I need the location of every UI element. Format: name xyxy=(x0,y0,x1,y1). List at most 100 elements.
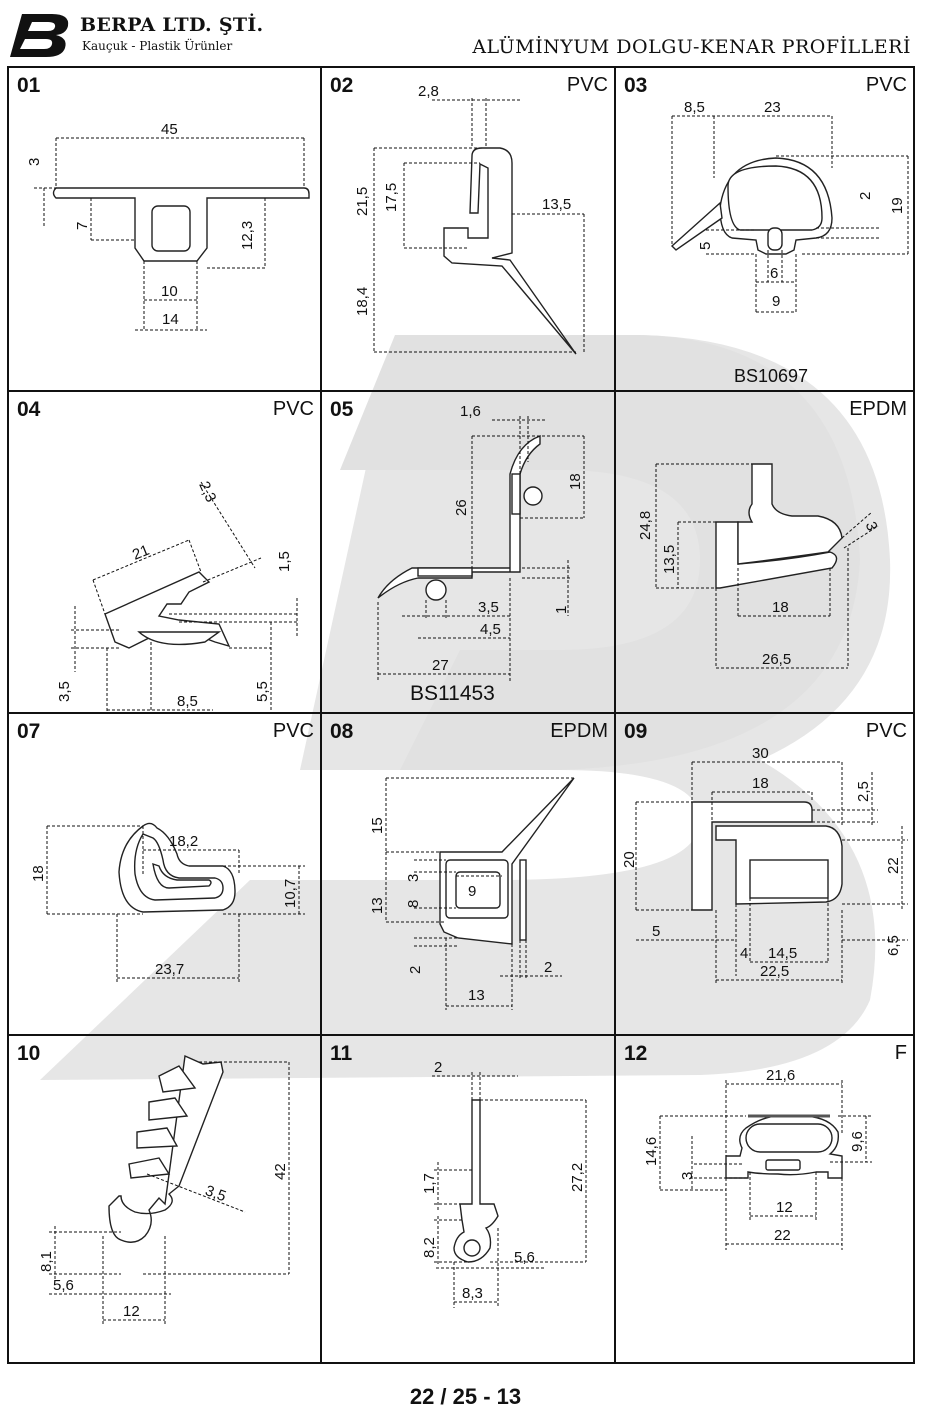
dim-label: 5,6 xyxy=(514,1249,535,1266)
dim-label: 9 xyxy=(468,883,476,900)
profile-cell-04: 04 PVC 21 2,3 1,5 3,5 8,5 5,5 xyxy=(9,392,322,714)
dim-label: 27,2 xyxy=(569,1163,586,1192)
dim-label: 13,5 xyxy=(542,196,571,213)
dim-label: 2 xyxy=(434,1059,442,1076)
dim-label: 18 xyxy=(772,599,789,616)
page-title: ALÜMİNYUM DOLGU-KENAR PROFİLLERİ xyxy=(472,36,911,58)
profile-drawing-02: 2,8 21,5 17,5 13,5 18,4 xyxy=(354,83,585,355)
dim-label: 22 xyxy=(885,857,902,874)
berpa-logo xyxy=(10,14,69,57)
standard-code: BS11453 xyxy=(410,682,495,705)
dim-label: 3 xyxy=(679,1172,696,1180)
dim-label: 3 xyxy=(26,158,43,166)
dim-label: 14 xyxy=(162,311,179,328)
profile-drawing-12: 21,6 14,6 9,6 3 12 22 xyxy=(643,1067,872,1250)
dim-label: 27 xyxy=(432,657,449,674)
dim-label: 26,5 xyxy=(762,651,791,668)
profile-number: 05 xyxy=(330,398,354,421)
dim-label: 3,5 xyxy=(478,599,499,616)
material-label: PVC xyxy=(272,398,314,420)
dim-label: 8 xyxy=(405,900,422,908)
profile-drawing-05: 1,6 26 18 1 3,5 4,5 27 xyxy=(377,403,585,682)
profile-number: 02 xyxy=(330,74,354,97)
dim-label: 45 xyxy=(161,121,178,138)
profile-number: 03 xyxy=(624,74,648,97)
dim-label: 7 xyxy=(74,222,91,230)
dim-label: 26 xyxy=(453,499,470,516)
profile-cell-03: 03 PVC BS10697 8,5 23 2 19 5 6 9 xyxy=(616,68,915,392)
dim-label: 21 xyxy=(130,542,152,564)
profile-drawing-07: 18,2 18 10,7 23,7 xyxy=(30,822,305,982)
profile-cell-02: 02 PVC 2,8 21,5 17,5 13,5 18,4 xyxy=(322,68,616,392)
dim-label: 17,5 xyxy=(383,183,400,212)
profile-drawing-01: 45 3 7 12,3 10 14 xyxy=(26,121,310,331)
standard-code: BS10697 xyxy=(734,366,809,386)
page-header: BERPA LTD. ŞTİ. Kauçuk - Plastik Ürünler… xyxy=(0,0,931,66)
dim-label: 21,5 xyxy=(354,187,371,216)
dim-label: 10 xyxy=(161,283,178,300)
profile-number: 01 xyxy=(17,74,41,97)
dim-label: 1 xyxy=(553,606,570,614)
profile-number: 09 xyxy=(624,720,648,743)
dim-label: 13 xyxy=(468,987,485,1004)
dim-label: 1,5 xyxy=(276,551,293,572)
dim-label: 6 xyxy=(770,265,778,282)
dim-label: 14,6 xyxy=(643,1137,660,1166)
page-number: 22 / 25 - 13 xyxy=(409,1384,522,1409)
dim-label: 30 xyxy=(752,745,769,762)
dim-label: 1,6 xyxy=(460,403,481,420)
material-label: PVC xyxy=(865,74,907,96)
dim-label: 2,3 xyxy=(195,479,219,505)
dim-label: 9,6 xyxy=(849,1131,866,1152)
dim-label: 18 xyxy=(567,473,584,490)
material-label: PVC xyxy=(272,720,314,742)
dim-label: 23 xyxy=(764,99,781,116)
dim-label: 15 xyxy=(369,817,386,834)
dim-label: 12 xyxy=(776,1199,793,1216)
dim-label: 2,8 xyxy=(418,83,439,100)
dim-label: 20 xyxy=(621,851,638,868)
dim-label: 8,1 xyxy=(38,1251,55,1272)
profile-cell-01: 01 45 3 7 12,3 10 14 xyxy=(9,68,322,392)
profile-number: 11 xyxy=(330,1042,353,1065)
material-label: PVC xyxy=(566,74,608,96)
material-label: PVC xyxy=(865,720,907,742)
dim-label: 8,3 xyxy=(462,1285,483,1302)
dim-label: 13 xyxy=(369,897,386,914)
profile-grid: 01 45 3 7 12,3 10 14 02 PVC 2,8 xyxy=(7,66,915,1364)
profile-drawing-11: 2 1,7 27,2 8,2 5,6 8,3 xyxy=(421,1059,587,1308)
dim-label: 1,7 xyxy=(421,1173,438,1194)
profile-drawing-06: 24,8 13,5 3 18 26,5 xyxy=(637,463,881,669)
profile-cell-07: 07 PVC 18,2 18 10,7 23,7 xyxy=(9,714,322,1036)
dim-label: 8,5 xyxy=(684,99,705,116)
company-tagline: Kauçuk - Plastik Ürünler xyxy=(82,39,233,53)
profile-drawing-10: 42 3,5 8,1 5,6 12 xyxy=(38,1054,290,1326)
dim-label: 18 xyxy=(752,775,769,792)
dim-label: 12 xyxy=(123,1303,140,1320)
dim-label: 8,5 xyxy=(177,693,198,710)
profile-cell-11: 11 2 1,7 27,2 8,2 5,6 8,3 xyxy=(322,1036,616,1364)
material-label: EPDM xyxy=(550,720,608,742)
dim-label: 4 xyxy=(740,945,748,962)
profile-drawing-03: 8,5 23 2 19 5 6 9 xyxy=(670,99,909,313)
material-label: EPDM xyxy=(849,398,907,420)
dim-label: 2,5 xyxy=(855,781,872,802)
profile-cell-10: 10 42 3,5 8,1 5,6 12 xyxy=(9,1036,322,1364)
dim-label: 14,5 xyxy=(768,945,797,962)
dim-label: 2 xyxy=(857,192,874,200)
profile-cell-09: 09 PVC 30 18 2,5 20 22 5 4 14,5 xyxy=(616,714,915,1036)
profile-drawing-08: 15 3 8 9 13 2 2 13 xyxy=(369,777,575,1010)
dim-label: 3,5 xyxy=(203,1182,228,1205)
dim-label: 6,5 xyxy=(885,935,902,956)
profile-cell-05: 05 BS11453 1,6 26 18 1 3,5 4,5 27 xyxy=(322,392,616,714)
profile-number: 12 xyxy=(624,1042,648,1065)
dim-label: 5 xyxy=(697,242,714,250)
dim-label: 21,6 xyxy=(766,1067,795,1084)
dim-label: 2 xyxy=(544,959,552,976)
profile-drawing-04: 21 2,3 1,5 3,5 8,5 5,5 xyxy=(56,479,299,714)
dim-label: 18 xyxy=(30,865,47,882)
dim-label: 3,5 xyxy=(56,681,73,702)
dim-label: 18,2 xyxy=(169,833,198,850)
company-name: BERPA LTD. ŞTİ. xyxy=(80,14,264,36)
dim-label: 5,6 xyxy=(53,1277,74,1294)
